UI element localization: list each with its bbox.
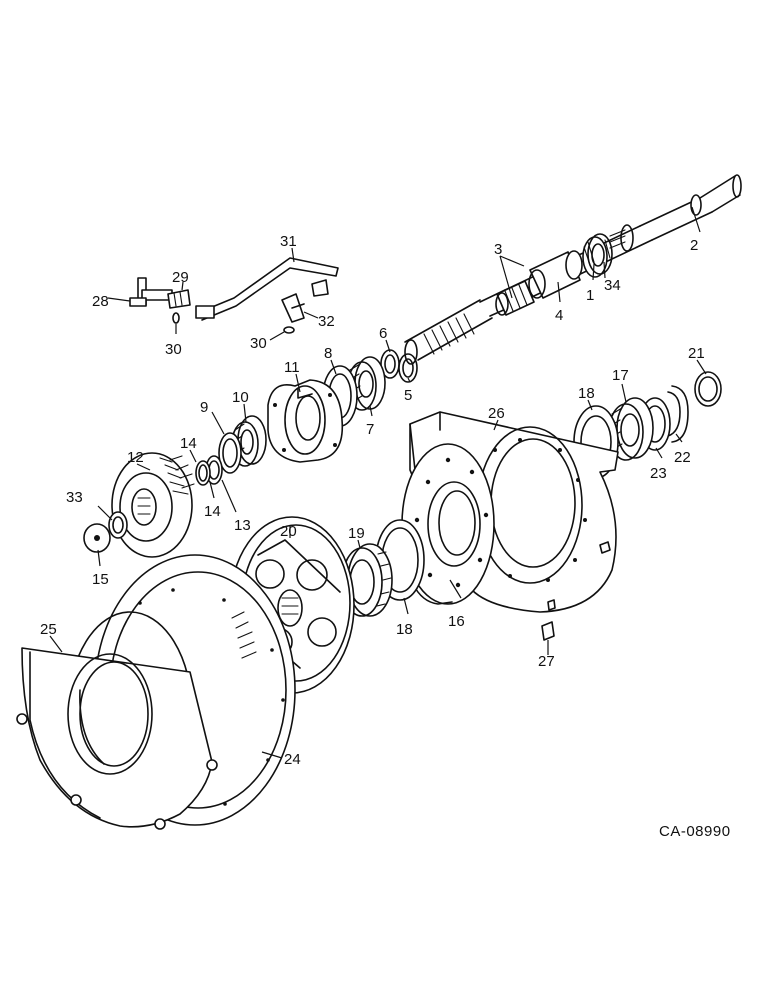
callout-19: 19 — [348, 525, 365, 542]
main-shaft-part — [404, 174, 742, 365]
callout-27: 27 — [538, 653, 555, 670]
callout-14b: 14 — [204, 503, 221, 520]
callout-14a: 14 — [180, 435, 197, 452]
callout-7: 7 — [366, 421, 374, 438]
sleeve-part — [528, 250, 583, 299]
callout-13: 13 — [234, 517, 251, 534]
oring-30-right-part — [283, 326, 295, 334]
connector-29-part — [167, 289, 191, 309]
pinion-gear-12-part — [111, 452, 195, 558]
bearing-cup-9-part — [218, 432, 242, 474]
callout-2: 2 — [690, 237, 698, 254]
callout-20: 20 — [280, 523, 297, 540]
cap-15-part — [83, 523, 111, 553]
callout-21: 21 — [688, 345, 705, 362]
callout-34: 34 — [604, 277, 621, 294]
ring-14-part — [195, 460, 211, 486]
ring-5-part — [398, 353, 418, 383]
splined-collar-part — [495, 280, 535, 316]
callout-5: 5 — [404, 387, 412, 404]
callout-30b: 30 — [250, 335, 267, 352]
lube-pipe-31-part — [195, 257, 339, 321]
tee-fitting-28-part — [129, 277, 173, 307]
callout-12: 12 — [127, 449, 144, 466]
bearing-cone-7-part — [347, 356, 386, 411]
callout-16: 16 — [448, 613, 465, 630]
callout-24: 24 — [284, 751, 301, 768]
guard-25-part — [16, 647, 218, 830]
drawing-code: CA-08990 — [659, 823, 731, 840]
leader-lines — [49, 206, 707, 759]
callout-23: 23 — [650, 465, 667, 482]
seal-21-part — [694, 371, 722, 407]
callout-32: 32 — [318, 313, 335, 330]
callout-18a: 18 — [578, 385, 595, 402]
clip-27-part — [541, 621, 555, 641]
callout-4: 4 — [555, 307, 563, 324]
callout-9: 9 — [200, 399, 208, 416]
washer-33-part — [108, 511, 128, 539]
callout-labels: 1 2 3 4 5 6 7 8 9 10 11 12 13 14 14 15 1… — [40, 233, 705, 768]
callout-17: 17 — [612, 367, 629, 384]
callout-1: 1 — [586, 287, 594, 304]
oring-30-left-part — [172, 312, 180, 324]
callout-15: 15 — [92, 571, 109, 588]
callout-25: 25 — [40, 621, 57, 638]
snap-ring-22-part — [667, 385, 689, 443]
elbow-fitting-32-part — [281, 293, 305, 323]
callout-11: 11 — [284, 359, 300, 376]
callout-18b: 18 — [396, 621, 413, 638]
callout-6: 6 — [379, 325, 387, 342]
callout-26: 26 — [488, 405, 505, 422]
callout-31: 31 — [280, 233, 297, 250]
callout-29: 29 — [172, 269, 189, 286]
callout-28: 28 — [92, 293, 109, 310]
housing-plate-11-part — [267, 379, 344, 463]
bearing-1-part — [582, 233, 613, 278]
callout-30a: 30 — [165, 341, 182, 358]
callout-33: 33 — [66, 489, 83, 506]
callout-22: 22 — [674, 449, 691, 466]
callout-8: 8 — [324, 345, 332, 362]
callout-3: 3 — [494, 241, 502, 258]
callout-10: 10 — [232, 389, 249, 406]
